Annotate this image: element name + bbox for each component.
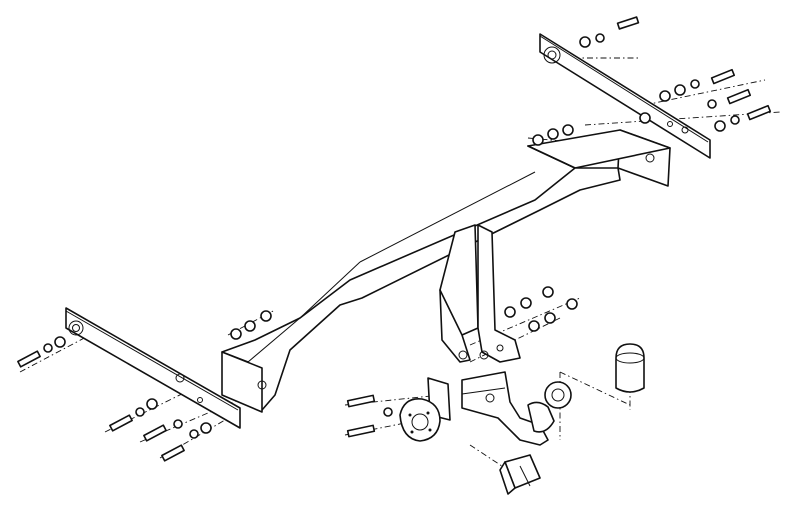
hitch-bracket (439, 224, 521, 363)
left-mounting-plate (65, 307, 241, 429)
tow-ball-neck (461, 371, 572, 446)
left-end-nuts (230, 310, 272, 340)
ball-cover (615, 343, 645, 393)
top-right-bolts (579, 16, 772, 132)
fasteners (17, 16, 772, 462)
crossbar-end-nuts (532, 112, 651, 146)
socket-plate (399, 377, 451, 442)
crossbar (221, 129, 671, 413)
left-bolts (17, 336, 212, 462)
tow-ball-bolts (346, 394, 393, 438)
bracket-nuts (504, 286, 578, 332)
right-mounting-plate (539, 33, 711, 159)
wiring-connector (499, 454, 541, 495)
